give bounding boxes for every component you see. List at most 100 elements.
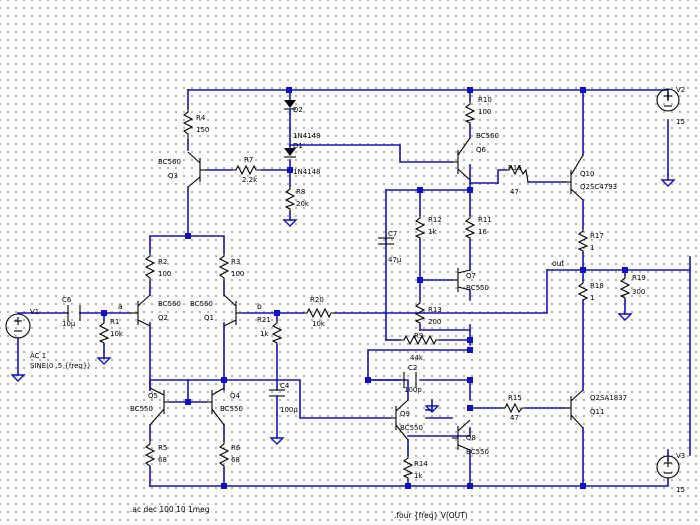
label-R17-value: 1: [590, 244, 594, 252]
net-label-b: b: [257, 302, 262, 311]
label-R12-name: R12: [428, 216, 442, 224]
transistors[interactable]: [130, 137, 584, 451]
label-Q4-name: Q4: [230, 392, 241, 400]
capacitor-C4[interactable]: [269, 389, 285, 416]
label-V3-value: 15: [676, 486, 685, 494]
label-C7-name: C7: [388, 230, 397, 238]
resistor-R13: [414, 300, 426, 325]
diode-D1[interactable]: [284, 127, 296, 158]
resistors[interactable]: [98, 100, 631, 480]
label-R8-value: 20k: [296, 200, 310, 208]
label-C2-name: C2: [408, 364, 417, 372]
resistor-R11: [464, 215, 476, 240]
capacitor-C7[interactable]: [378, 237, 394, 245]
source-V3[interactable]: [656, 455, 680, 479]
label-D2-value: 1N4148: [293, 132, 321, 140]
label-Q9-name: Q9: [400, 410, 410, 418]
label-Q5-name: Q5: [148, 392, 158, 400]
label-D1-value: 1N4148: [293, 168, 321, 176]
label-V2-name: V2: [676, 86, 685, 94]
label-V1-line1: AC 1: [30, 352, 46, 360]
label-R15-name: R15: [508, 394, 522, 402]
resistor-R19: [619, 275, 631, 300]
resistor-R2: [144, 252, 156, 282]
directive-ac: .ac dec 100 10 1meg: [130, 505, 210, 514]
resistor-R12: [414, 215, 426, 240]
label-Q11-name: Q11: [590, 408, 604, 416]
label-Q11-value: Q2SA1837: [590, 394, 627, 402]
label-R18-value: 1: [590, 294, 594, 302]
resistor-R3: [218, 252, 230, 282]
transistor-Q4: [206, 387, 225, 426]
label-R20-name: R20: [310, 296, 324, 304]
label-R19-name: R19: [632, 274, 646, 282]
label-R13-value: 200: [428, 318, 441, 326]
ground-symbols: [10, 179, 676, 445]
transistor-Q8: [452, 419, 471, 451]
label-R1-name: R1: [110, 318, 119, 326]
source-V2[interactable]: [656, 88, 680, 112]
label-R1-value: 10k: [110, 330, 124, 338]
label-R6-name: R6: [231, 444, 241, 452]
label-R7-value: 2.2k: [242, 176, 258, 184]
label-Q8-value: BC550: [466, 448, 489, 456]
transistor-Q6: [452, 137, 471, 181]
label-R16-name: R16: [508, 164, 522, 172]
label-R8-name: R8: [296, 188, 305, 196]
label-D2-name: D2: [293, 106, 303, 114]
label-Q7-name: Q7: [466, 272, 476, 280]
label-R3-value: 100: [231, 270, 244, 278]
resistor-R17: [577, 228, 589, 253]
label-C6-name: C6: [62, 296, 72, 304]
wire-bottom-rail: [149, 477, 669, 487]
label-R14-name: R14: [414, 460, 428, 468]
net-label-a: a: [118, 302, 123, 311]
label-R4-value: 150: [196, 126, 209, 134]
spice-directives[interactable]: .ac dec 100 10 1meg .four {freq} V(OUT): [130, 505, 468, 520]
resistor-R6: [218, 440, 230, 468]
capacitor-C6[interactable]: [67, 305, 81, 321]
resistor-R4: [182, 108, 194, 140]
label-R9-name: R9: [414, 332, 423, 340]
label-Q10-name: Q10: [580, 170, 594, 178]
label-R2-name: R2: [158, 258, 167, 266]
directive-four: .four {freq} V(OUT): [394, 511, 468, 520]
diode-D2[interactable]: [284, 100, 296, 115]
label-C4-name: C4: [280, 382, 290, 390]
capacitor-C2[interactable]: [403, 372, 417, 388]
transistor-Q7: [452, 268, 471, 292]
label-Q5-value: BC550: [130, 405, 153, 413]
label-R11-name: R11: [478, 216, 492, 224]
resistor-R5: [144, 440, 156, 468]
label-Q10-value: Q2SC4793: [580, 183, 617, 191]
label-Q6-value: BC560: [476, 132, 499, 140]
component-labels: V1 AC 1 SINE(0 .5 {freq}) V2 15 V3 15 C6…: [30, 86, 685, 494]
transistor-Q5: [149, 387, 170, 426]
label-R11-value: 16: [478, 228, 487, 236]
label-R3-name: R3: [231, 258, 240, 266]
source-V1[interactable]: [5, 313, 31, 339]
label-Q3-name: Q3: [168, 172, 178, 180]
label-R5-value: 68: [158, 456, 167, 464]
label-Q2-value: BC560: [158, 300, 181, 308]
label-Q8-name: Q8: [466, 434, 476, 442]
label-C2-value: 100p: [404, 386, 422, 394]
resistor-R14: [402, 455, 414, 480]
label-Q2-name: Q2: [158, 314, 168, 322]
label-R21-name: R21: [257, 316, 271, 324]
label-R16-value: 47: [510, 188, 519, 196]
label-Q3-value: BC560: [158, 158, 181, 166]
transistor-Q3: [187, 151, 207, 188]
resistor-R15: [502, 402, 526, 414]
resistor-R8: [284, 186, 296, 212]
transistor-Q1: [223, 294, 243, 327]
label-C4-value: 100µ: [280, 406, 298, 414]
transistor-Q11: [565, 389, 584, 429]
label-V1-line2: SINE(0 .5 {freq}): [30, 362, 90, 370]
wire-top-rail: [187, 89, 669, 101]
label-R2-value: 100: [158, 270, 171, 278]
label-D1-name: D1: [293, 142, 303, 150]
junctions: [101, 87, 628, 489]
label-R5-name: R5: [158, 444, 167, 452]
